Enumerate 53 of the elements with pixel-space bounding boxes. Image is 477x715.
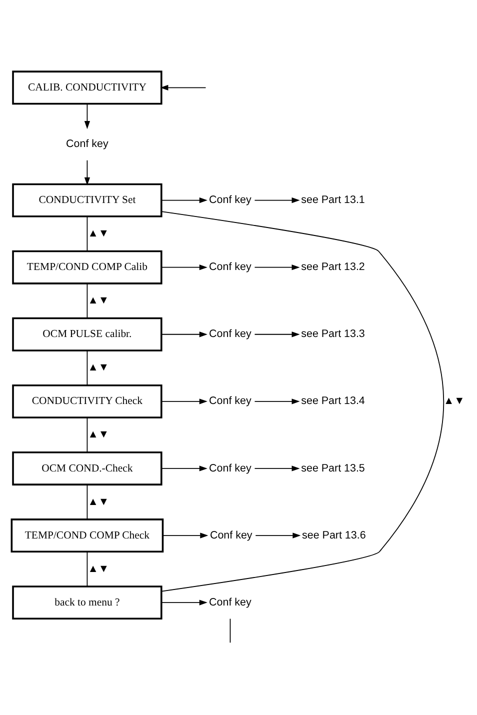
node-box: TEMP/COND COMP Check	[10, 518, 164, 552]
node-text: Conf key	[209, 596, 252, 608]
connector	[230, 618, 231, 644]
arrow	[161, 332, 208, 338]
edge-label: ▲▼	[444, 395, 465, 408]
arrow	[161, 398, 208, 404]
arrow	[162, 532, 208, 538]
node-text: see Part 13.3	[301, 328, 365, 340]
connector	[86, 551, 88, 587]
node-text: Conf key	[209, 328, 252, 340]
edge-label: ▲▼	[88, 294, 109, 307]
edge-label: ▲▼	[88, 362, 109, 374]
arrow	[161, 197, 208, 204]
edge-label: ▲▼	[88, 562, 109, 575]
arrow	[160, 84, 206, 90]
connector	[86, 350, 88, 386]
arrow	[84, 104, 90, 130]
connector	[161, 211, 444, 592]
arrow	[254, 197, 300, 204]
arrow	[84, 160, 90, 186]
node-box: CALIB. CONDUCTIVITY	[12, 70, 162, 105]
arrow	[255, 532, 301, 538]
node-box: CONDUCTIVITY Set	[12, 183, 162, 218]
connector	[86, 283, 88, 319]
arrow	[161, 466, 208, 472]
node-text: see Part 13.6	[302, 529, 366, 542]
edge-label: ▲▼	[88, 428, 109, 441]
arrow	[161, 600, 208, 606]
node-text: Conf key	[66, 138, 108, 150]
node-box: OCM PULSE calibr.	[12, 317, 162, 352]
node-text: Conf key	[209, 194, 252, 206]
arrow	[254, 264, 300, 270]
connector	[86, 216, 88, 252]
arrow	[161, 264, 208, 270]
connector	[86, 484, 88, 520]
node-text: see Part 13.1	[301, 194, 365, 206]
node-box: TEMP/COND COMP Calib	[12, 250, 162, 284]
node-text: Conf key	[209, 261, 252, 274]
node-text: see Part 13.5	[301, 462, 365, 474]
node-text: Conf key	[209, 395, 252, 408]
node-text: Conf key	[209, 462, 252, 474]
arrow	[254, 398, 300, 404]
node-text: see Part 13.2	[301, 261, 365, 274]
node-box: back to menu ?	[12, 586, 162, 620]
node-text: see Part 13.4	[301, 395, 365, 408]
node-box: CONDUCTIVITY Check	[12, 384, 162, 418]
node-text: Conf key	[210, 529, 252, 542]
connector	[86, 417, 88, 453]
node-box: OCM COND.-Check	[12, 451, 162, 486]
edge-label: ▲▼	[88, 496, 109, 508]
edge-label: ▲▼	[88, 228, 109, 240]
arrow	[254, 466, 300, 472]
arrow	[254, 332, 300, 338]
